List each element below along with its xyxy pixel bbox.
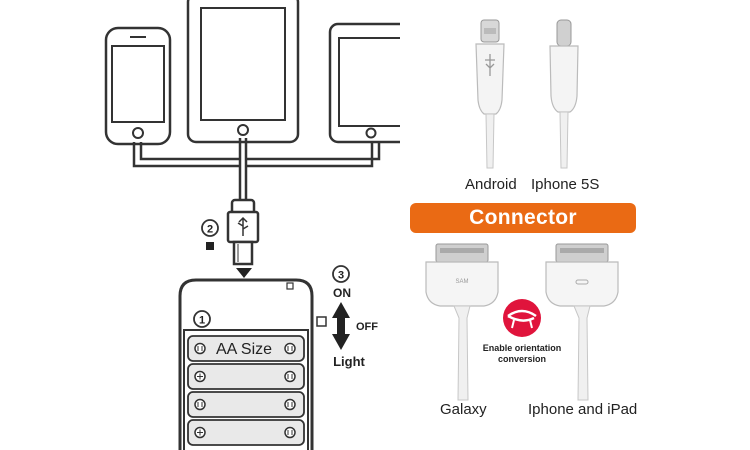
orientation-note-line1: Enable orientation (482, 343, 562, 353)
usb-plug (226, 198, 260, 266)
step-2-number: 2 (207, 224, 213, 236)
down-arrow-icon (332, 334, 350, 350)
aa-battery (187, 363, 305, 390)
switch-on-label: ON (333, 286, 351, 300)
ipad-mini-device (328, 22, 400, 144)
iphone-device (104, 26, 172, 146)
android-label: Android (465, 176, 517, 193)
up-arrow-icon (332, 302, 350, 318)
micro-usb-cable (475, 19, 505, 169)
power-switch-indicator: 3 ON OFF Light (316, 265, 378, 369)
connector-types-illustration: SAM (425, 19, 619, 401)
iphone-30pin-cable (545, 243, 619, 401)
step-3-number: 3 (338, 270, 344, 282)
down-arrow-icon (236, 268, 252, 278)
iphone5s-label: Iphone 5S (531, 176, 600, 193)
connector-banner: Connector (410, 203, 636, 233)
aa-battery (187, 419, 305, 446)
orientation-note-line2: conversion (497, 354, 546, 364)
galaxy-label: Galaxy (440, 401, 487, 418)
orientation-note: Enable orientation conversion (470, 343, 574, 365)
step-1-number: 1 (199, 315, 205, 327)
light-label: Light (333, 354, 365, 369)
lightning-cable (549, 19, 579, 169)
iphone-ipad-label: Iphone and iPad (528, 401, 638, 418)
orientation-badge-icon (503, 299, 541, 337)
connector-banner-label: Connector (469, 206, 577, 229)
battery-size-label: AA Size (216, 341, 272, 358)
aa-battery (187, 391, 305, 418)
aa-battery: AA Size (187, 335, 305, 362)
cable-lines (132, 138, 381, 200)
device-charging-diagram: 2 1 AA Size (104, 0, 400, 450)
galaxy-connector-mark: SAM (455, 279, 468, 285)
step-2-marker: 2 (201, 219, 219, 250)
battery-compartment: AA Size (183, 329, 309, 450)
ipad-device (186, 0, 300, 144)
galaxy-30pin-cable: SAM (425, 243, 499, 401)
step-1-marker: 1 (193, 310, 211, 328)
switch-off-label: OFF (356, 321, 378, 333)
